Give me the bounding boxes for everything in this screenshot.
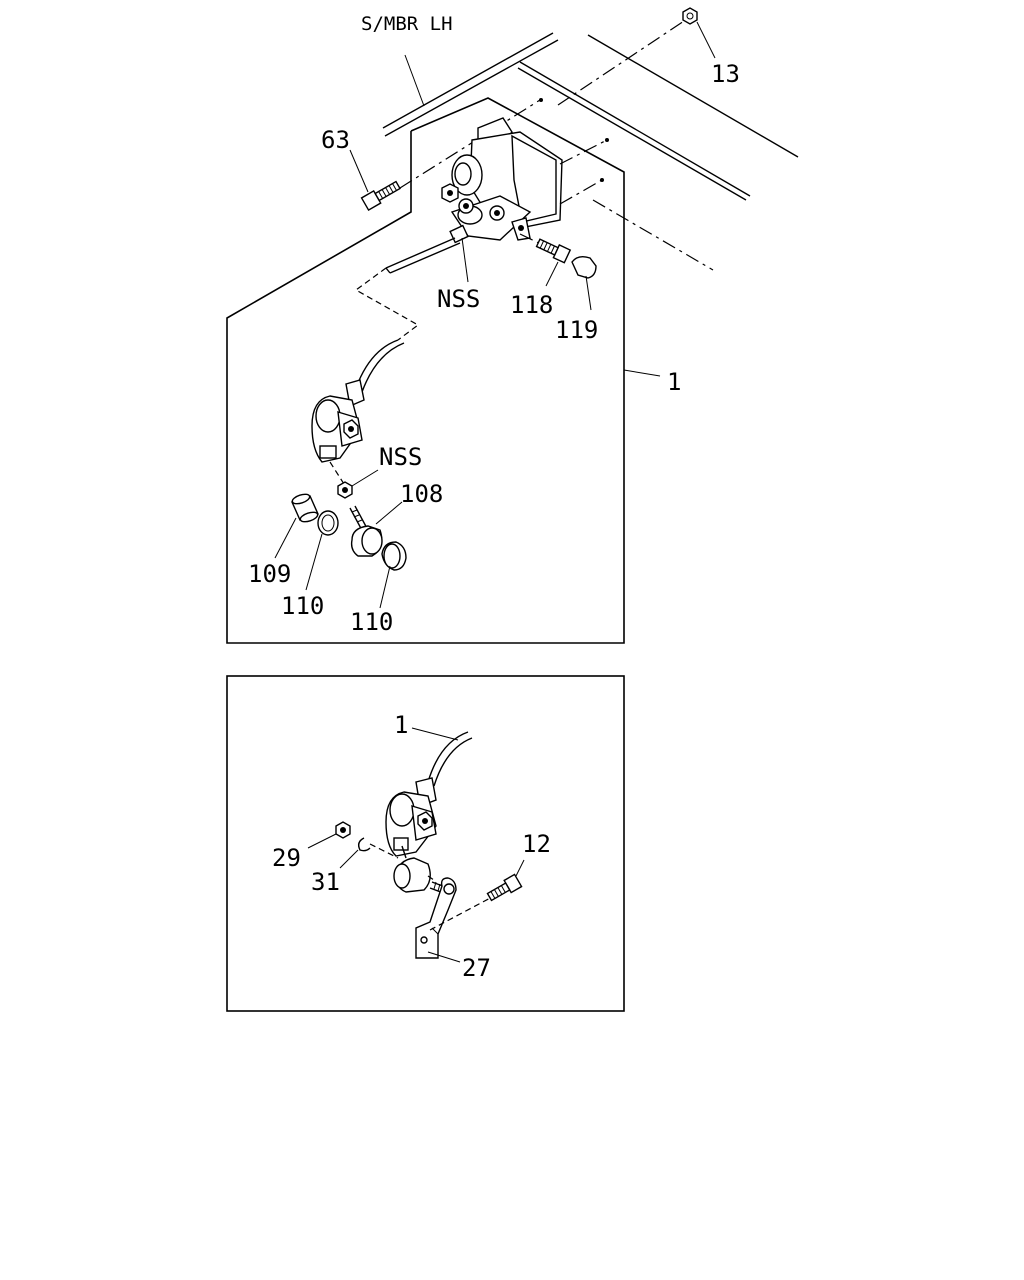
bushing-109 xyxy=(274,493,319,559)
cap-119 xyxy=(571,255,597,311)
callout-1-top: 1 xyxy=(667,368,681,396)
callout-118: 118 xyxy=(510,291,553,319)
washer-110-right xyxy=(379,541,407,609)
side-member xyxy=(382,16,799,271)
callout-nss-top: NSS xyxy=(437,285,480,313)
nut-13 xyxy=(682,7,716,59)
callout-63: 63 xyxy=(321,126,350,154)
linkage-arm-bottom xyxy=(385,727,473,859)
leveling-valve xyxy=(385,117,609,274)
bracket-27 xyxy=(415,877,495,963)
nut-nss xyxy=(329,461,379,499)
callout-27: 27 xyxy=(462,954,491,982)
nut-29 xyxy=(307,821,351,849)
callout-12: 12 xyxy=(522,830,551,858)
callout-1-bottom: 1 xyxy=(394,711,408,739)
callout-108: 108 xyxy=(400,480,443,508)
callout-nss-mid: NSS xyxy=(379,443,422,471)
callout-119: 119 xyxy=(555,316,598,344)
clip-31 xyxy=(339,837,399,869)
label-s-mbr-lh: S/MBR LH xyxy=(361,13,453,35)
callout-29: 29 xyxy=(272,844,301,872)
linkage-arm-top xyxy=(311,339,405,463)
bushing-108 xyxy=(349,501,403,557)
callout-13: 13 xyxy=(711,60,740,88)
callout-110-left: 110 xyxy=(281,592,324,620)
bolt-12 xyxy=(486,859,525,902)
detail-frame-bottom xyxy=(226,675,625,1012)
ball-joint xyxy=(393,857,435,893)
bolt-118 xyxy=(535,238,572,287)
callout-109: 109 xyxy=(248,560,291,588)
callout-110-right: 110 xyxy=(350,608,393,636)
washer-110-left xyxy=(305,510,339,591)
callout-31: 31 xyxy=(311,868,340,896)
assembly-outline-top xyxy=(226,97,625,644)
bolt-63 xyxy=(349,98,543,212)
